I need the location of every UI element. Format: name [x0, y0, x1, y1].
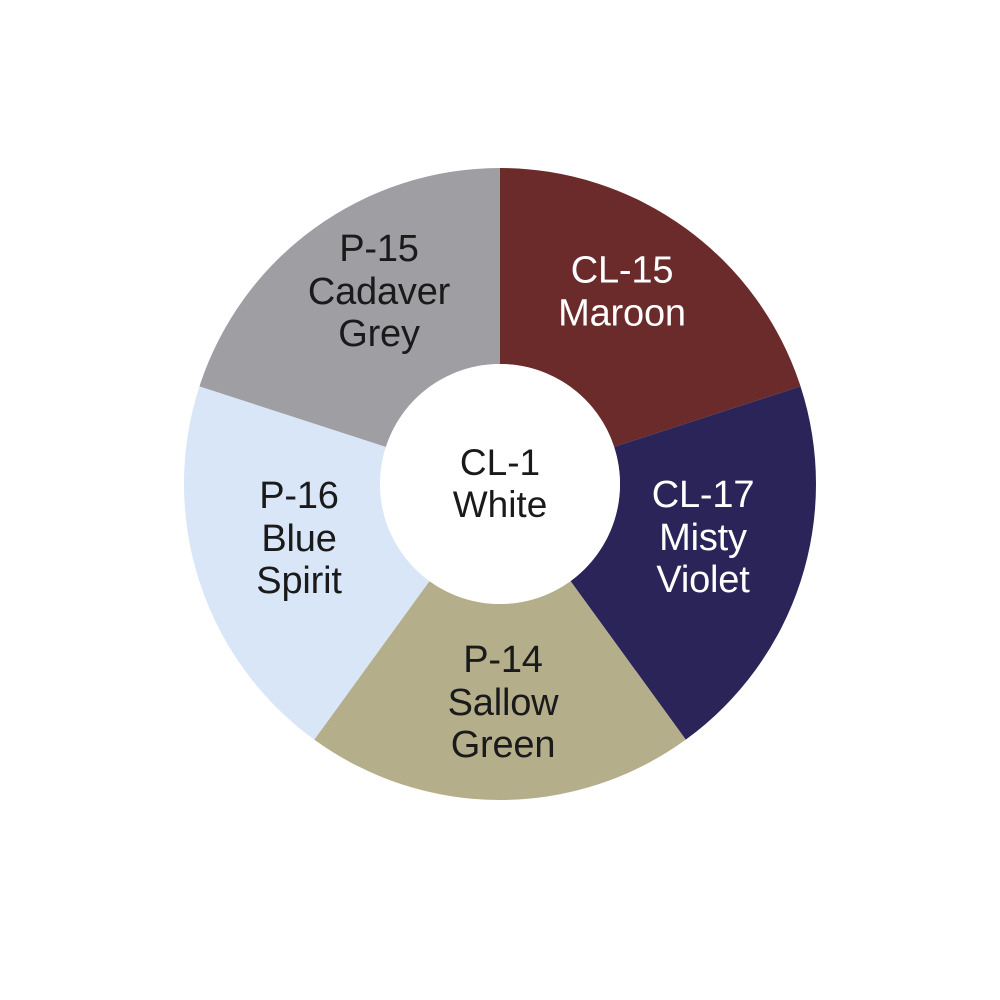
center-hole-circle — [380, 364, 620, 604]
center-label-line: White — [452, 484, 548, 525]
donut-slice-cl-15[interactable] — [500, 168, 801, 447]
donut-slice-cl-17[interactable] — [570, 386, 816, 740]
center-label-line: CL-1 — [459, 441, 541, 483]
donut-slice-p-16[interactable] — [184, 386, 430, 740]
donut-slices-group — [184, 168, 816, 801]
donut-slice-p-14[interactable] — [314, 581, 686, 801]
donut-slice-p-15[interactable] — [199, 168, 501, 447]
